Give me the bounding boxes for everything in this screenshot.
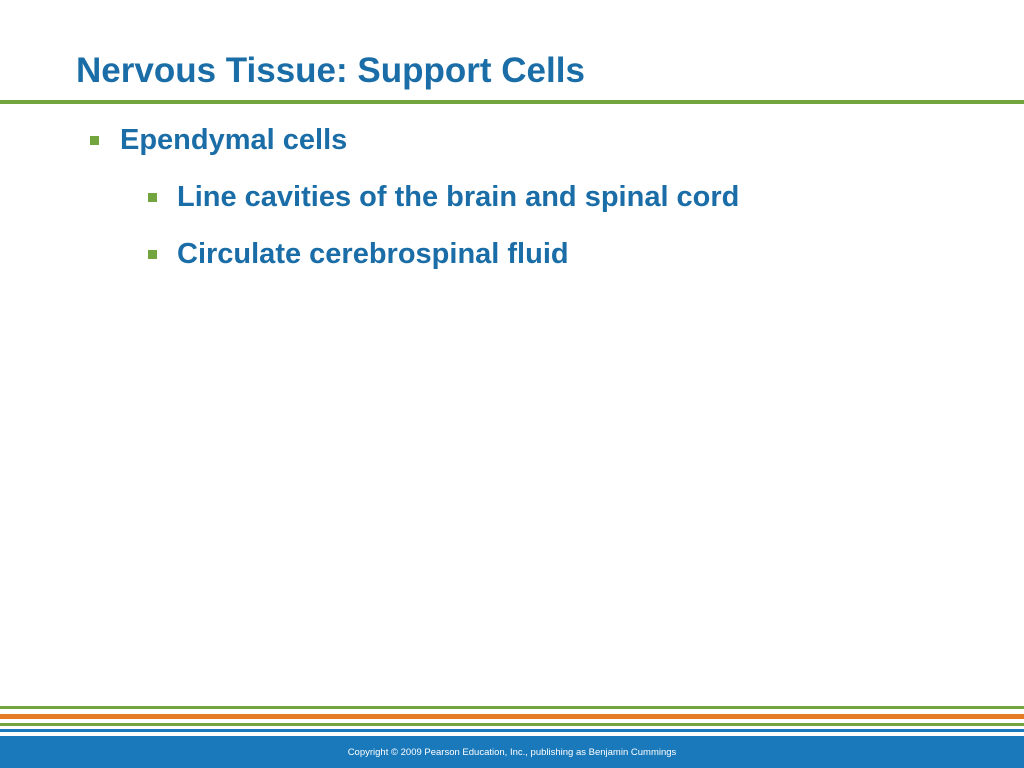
square-bullet-icon [148, 193, 157, 202]
footer-bar: Copyright © 2009 Pearson Education, Inc.… [0, 736, 1024, 768]
footer-stripe-blue [0, 729, 1024, 732]
slide-title: Nervous Tissue: Support Cells [76, 51, 585, 90]
bullet-item-level2: Line cavities of the brain and spinal co… [148, 181, 739, 214]
square-bullet-icon [90, 136, 99, 145]
copyright-text: Copyright © 2009 Pearson Education, Inc.… [347, 746, 677, 758]
bullet-item-level2: Circulate cerebrospinal fluid [148, 238, 569, 271]
square-bullet-icon [148, 250, 157, 259]
footer-stripe-green [0, 723, 1024, 726]
bullet-item-level1: Ependymal cells [90, 124, 347, 157]
bullet-text: Line cavities of the brain and spinal co… [177, 181, 740, 213]
bullet-text: Ependymal cells [120, 124, 348, 156]
title-divider [0, 100, 1024, 104]
footer-stripe-green [0, 706, 1024, 709]
bullet-text: Circulate cerebrospinal fluid [177, 238, 569, 270]
footer-stripe-orange [0, 714, 1024, 719]
